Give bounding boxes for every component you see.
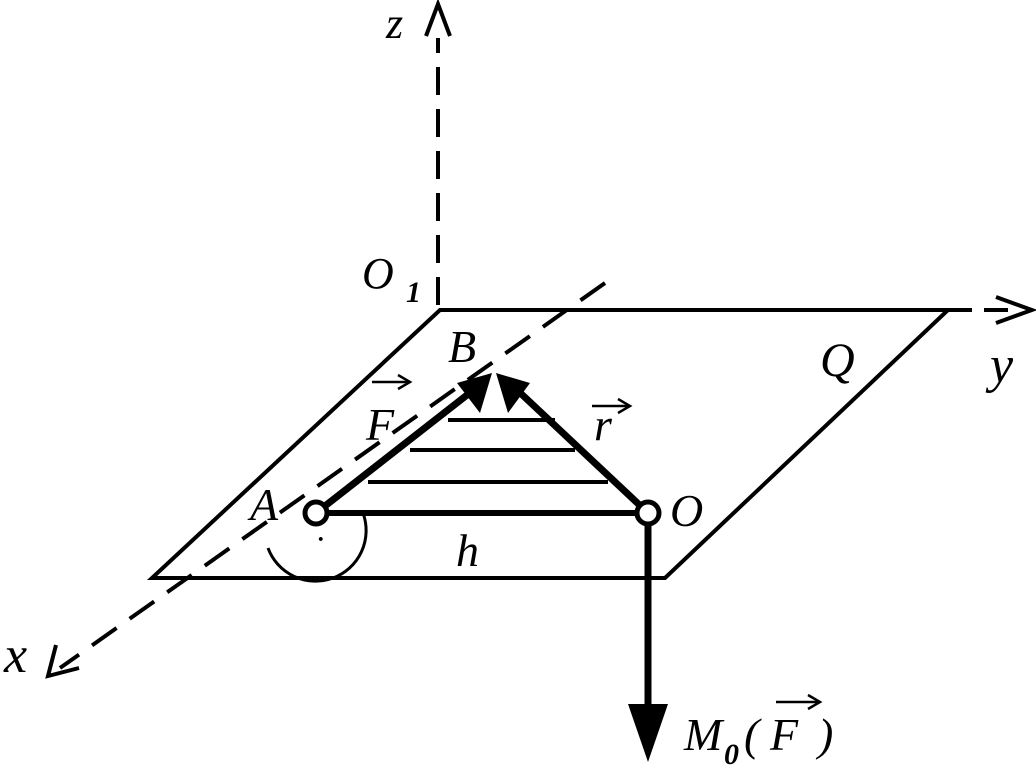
- label-moment-close-paren: ): [815, 709, 833, 760]
- triangle-hatching: [368, 418, 608, 484]
- label-o1-subscript: 1: [406, 276, 421, 309]
- label-y: y: [985, 337, 1014, 394]
- vector-accent-r: [592, 397, 633, 415]
- vector-r-line: [512, 385, 651, 516]
- moment-vector-arrowhead: [628, 704, 668, 762]
- point-a-circle: [302, 499, 330, 527]
- label-a: A: [247, 479, 279, 530]
- z-axis-arrowhead: [424, 0, 452, 37]
- label-moment-subscript: 0: [724, 738, 739, 770]
- label-b: B: [448, 321, 476, 372]
- label-o: O: [670, 485, 703, 536]
- label-vector-f: F: [365, 399, 395, 450]
- vector-accent-moment-f: [776, 693, 823, 711]
- right-angle-dot: ·: [316, 521, 325, 558]
- label-q: Q: [820, 334, 855, 387]
- plane-q: [146, 308, 954, 580]
- label-z: z: [385, 0, 403, 48]
- x-axis-arrowhead: [45, 644, 80, 679]
- label-moment-open-paren: (: [744, 709, 762, 760]
- right-angle-arc: [266, 512, 368, 583]
- vector-f-line: [313, 385, 479, 516]
- label-moment-m: M: [683, 709, 725, 760]
- x-axis-line: [58, 281, 607, 670]
- label-x: x: [3, 627, 27, 684]
- vector-accent-f: [372, 373, 413, 391]
- label-h: h: [456, 525, 479, 576]
- label-o1: O: [362, 249, 394, 298]
- label-vector-r: r: [594, 399, 613, 450]
- vector-r-arrowhead: [496, 373, 530, 413]
- vector-f-arrowhead: [457, 373, 492, 413]
- label-moment-f: F: [769, 709, 799, 760]
- point-o-circle: [634, 499, 662, 527]
- y-axis-arrowhead: [995, 295, 1036, 325]
